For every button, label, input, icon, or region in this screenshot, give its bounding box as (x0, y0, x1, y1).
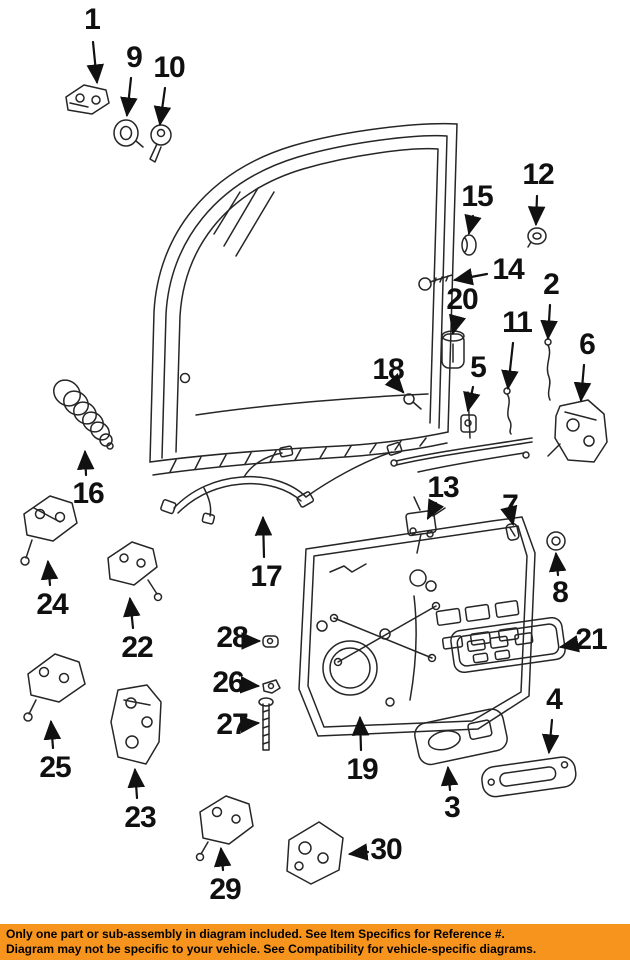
clip-part-26-drawing (262, 679, 281, 694)
switch-panel-part-21-drawing (450, 616, 566, 674)
grommet-part-8-drawing (546, 531, 566, 551)
callout-arrow-30 (347, 843, 370, 861)
door-pull-part-4-drawing (481, 756, 577, 798)
callout-arrow-10 (153, 86, 172, 127)
callout-arrow-9 (120, 76, 138, 118)
bracket-part-30-drawing (286, 821, 344, 885)
callout-number-8: 8 (552, 576, 569, 609)
callout-arrow-5 (463, 385, 481, 413)
callout-number-20: 20 (446, 283, 478, 316)
hinge-part-29-drawing (195, 795, 254, 862)
callout-arrow-24 (40, 559, 59, 587)
callout-number-17: 17 (250, 560, 282, 593)
callout-arrow-1 (86, 40, 105, 85)
callout-number-7: 7 (502, 489, 519, 522)
callout-number-28: 28 (216, 621, 248, 654)
callout-number-12: 12 (522, 158, 554, 191)
hinge-part-24-drawing (20, 495, 78, 566)
callout-arrow-17 (254, 515, 273, 559)
linkage-rods-drawing (390, 437, 533, 473)
callout-number-26: 26 (212, 666, 244, 699)
callout-number-29: 29 (209, 873, 241, 906)
lock-cylinder-part-9-drawing (113, 119, 144, 148)
callout-number-23: 23 (124, 801, 156, 834)
callout-number-27: 27 (216, 708, 248, 741)
bolt-part-27-drawing (258, 697, 274, 751)
callout-number-15: 15 (461, 180, 493, 213)
callout-arrow-20 (449, 313, 467, 336)
callout-number-16: 16 (72, 477, 104, 510)
parts-diagram-artwork (20, 84, 608, 885)
callout-arrow-14 (452, 268, 489, 286)
callout-arrow-8 (548, 551, 567, 577)
callout-arrow-13 (426, 498, 445, 520)
callout-arrow-27 (239, 715, 261, 734)
callout-arrow-6 (573, 363, 592, 403)
callout-arrow-29 (213, 846, 232, 872)
footer-line-1: Only one part or sub-assembly in diagram… (6, 927, 505, 941)
callout-arrow-3 (440, 765, 459, 792)
callout-number-10: 10 (153, 51, 185, 84)
callout-number-24: 24 (36, 588, 68, 621)
bracket-part-23-drawing (110, 684, 162, 765)
callout-arrow-19 (351, 715, 370, 752)
bellows-part-16-drawing (53, 379, 114, 450)
callout-arrow-26 (239, 675, 261, 694)
latch-part-6-drawing (547, 399, 608, 463)
callout-number-3: 3 (444, 791, 461, 824)
callout-number-2: 2 (543, 268, 560, 301)
callout-arrow-12 (527, 194, 546, 227)
callout-arrow-2 (540, 303, 558, 341)
callout-arrow-4 (541, 718, 560, 755)
bolt-part-14-drawing (418, 274, 453, 291)
hinge-part-25-drawing (23, 653, 86, 722)
callout-number-1: 1 (84, 3, 101, 36)
footer-line-2: Diagram may not be specific to your vehi… (6, 942, 537, 956)
callout-arrow-21 (558, 635, 580, 653)
callout-number-14: 14 (492, 253, 524, 286)
callout-number-19: 19 (346, 753, 378, 786)
wiring-harness-part-17-drawing (160, 441, 403, 525)
bolt-part-18-drawing (403, 393, 422, 410)
callout-arrow-25 (43, 719, 62, 750)
hinge-part-22-drawing (107, 541, 163, 602)
callout-number-18: 18 (372, 353, 404, 386)
callout-number-5: 5 (470, 351, 487, 384)
footer-banner: Only one part or sub-assembly in diagram… (0, 924, 630, 960)
callout-number-22: 22 (121, 631, 153, 664)
upper-hinge-part-1-drawing (65, 84, 110, 115)
callout-number-25: 25 (39, 751, 71, 784)
callout-number-21: 21 (575, 623, 607, 656)
callout-arrow-layer (40, 40, 592, 872)
clip-part-12-drawing (527, 227, 547, 248)
callout-arrow-18 (384, 373, 405, 394)
door-window-frame-drawing (149, 122, 458, 476)
door-panel-part-19-drawing (298, 516, 536, 737)
callout-number-9: 9 (126, 41, 143, 74)
callout-arrow-22 (123, 596, 141, 630)
callout-arrow-15 (464, 213, 482, 236)
callout-number-13: 13 (427, 471, 459, 504)
callout-arrow-16 (76, 449, 95, 477)
callout-arrow-23 (127, 767, 146, 800)
grommet-part-28-drawing (262, 635, 279, 648)
callout-arrow-7 (500, 504, 518, 527)
handle-bezel-part-3-drawing (414, 708, 508, 766)
callout-number-11: 11 (502, 306, 533, 339)
callout-number-6: 6 (579, 328, 596, 361)
callout-number-4: 4 (546, 683, 563, 716)
callout-number-30: 30 (370, 833, 402, 866)
callout-arrow-11 (501, 341, 519, 391)
